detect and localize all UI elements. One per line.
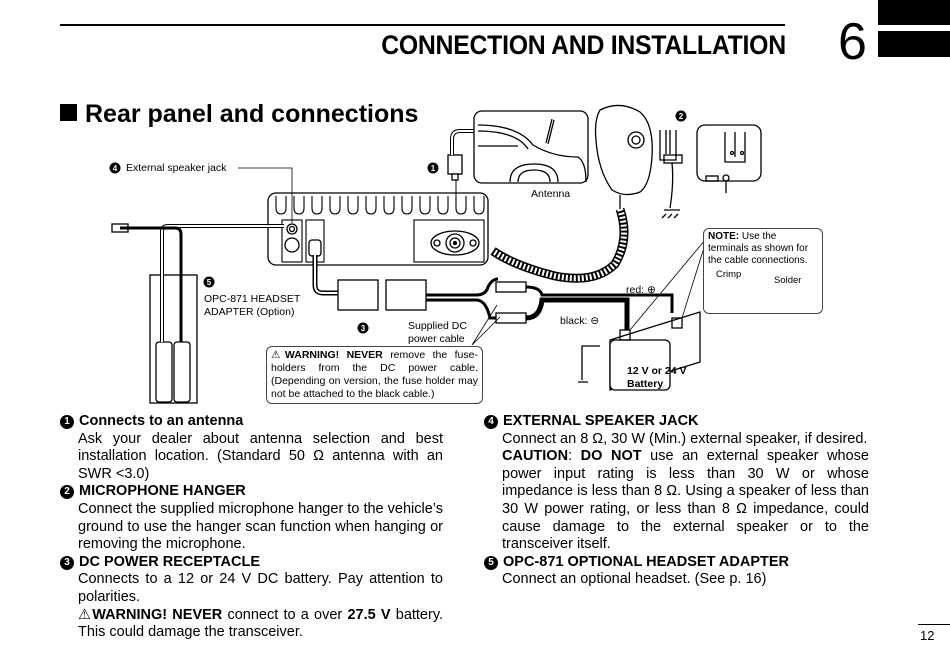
dc-cable-label-2: power cable [408, 333, 465, 345]
item-title: MICROPHONE HANGER [79, 483, 246, 500]
item-number-badge: 1 [60, 414, 74, 429]
item-number-badge: 2 [60, 485, 74, 500]
callout-5-badge [203, 276, 215, 288]
external-speaker-jack-label: External speaker jack [126, 162, 227, 174]
page-number: 12 [920, 628, 935, 643]
black-square-icon [60, 104, 77, 121]
battery [578, 311, 701, 391]
section-title: Rear panel and connections [60, 100, 418, 129]
item-antenna: 1 Connects to an antenna Ask your dealer … [60, 413, 443, 483]
microphone-hanger [659, 124, 762, 219]
microphone [490, 104, 653, 283]
callout-2-badge [675, 110, 687, 122]
warning-bold: WARNING! NEVER [284, 349, 383, 361]
item-body: Connect the supplied microphone hanger t… [78, 500, 443, 553]
header-rule [60, 24, 785, 26]
item-title: DC POWER RECEPTACLE [79, 553, 260, 570]
item-external-speaker-jack: 4 EXTERNAL SPEAKER JACK Connect an 8 Ω, 3… [484, 413, 869, 554]
item-title: Connects to an antenna [79, 413, 244, 429]
warning-text: remove the fuse-holders from the DC powe… [271, 349, 478, 400]
crimp-label: Crimp [716, 269, 742, 280]
dc-cable-label-1: Supplied DC [408, 320, 467, 332]
callout-3-number: 3 [361, 324, 366, 333]
warning-voltage: 27.5 V [347, 606, 391, 623]
item-dc-power-receptacle: 3 DC POWER RECEPTACLE Connects to a 12 or… [60, 554, 443, 642]
note-text: Use the terminals as shown for the cable… [708, 231, 809, 266]
item-body: Ask your dealer about antenna selection … [78, 430, 443, 482]
battery-label-1: 12 V or 24 V [627, 365, 687, 377]
headset-adapter-label-1: OPC-871 HEADSET [204, 293, 301, 305]
chapter-tab-marker [878, 0, 950, 25]
callout-5-number: 5 [207, 278, 212, 287]
caution-sep: : [568, 448, 581, 465]
item-number-badge: 5 [484, 555, 498, 570]
item-body: Connect an optional headset. (See p. 16) [502, 571, 767, 588]
item-number-badge: 4 [484, 414, 498, 429]
black-negative-label: black: ⊖ [560, 315, 600, 327]
items-right-column: 4 EXTERNAL SPEAKER JACK Connect an 8 Ω, 3… [484, 413, 869, 589]
chapter-number: 6 [838, 13, 867, 71]
caution-bold: CAUTION [502, 448, 569, 465]
section-title-text: Rear panel and connections [85, 100, 419, 128]
callout-3-badge [357, 322, 369, 334]
warning-triangle-icon: ⚠ [78, 606, 93, 623]
item-title: EXTERNAL SPEAKER JACK [503, 413, 699, 429]
caution-text: use an external speaker whose power inpu… [502, 448, 869, 553]
callout-1-badge [427, 162, 439, 174]
red-positive-label: red: ⊕ [626, 284, 656, 296]
connection-diagram: 1 2 3 4 5 [109, 104, 795, 404]
callout-4-number: 4 [113, 164, 118, 173]
chapter-title: CONNECTION AND INSTALLATION [381, 30, 786, 60]
note-bold: NOTE: [708, 231, 740, 242]
item-warning: ⚠WARNING! NEVER connect to a over 27.5 V… [60, 607, 443, 642]
footer-rule [918, 624, 950, 625]
item-headset-adapter: 5 OPC-871 OPTIONAL HEADSET ADAPTER Connec… [484, 554, 869, 589]
solder-label: Solder [774, 275, 802, 286]
warning-triangle-icon: ⚠ [271, 349, 285, 361]
item-body: Connects to a 12 or 24 V DC battery. Pay… [78, 571, 443, 605]
battery-label-2: Battery [627, 378, 664, 390]
callout-2-number: 2 [679, 112, 684, 121]
chapter-tab-marker [878, 31, 950, 57]
terminal-note-box: NOTE: Use the terminals as shown for the… [703, 228, 823, 314]
warning-text: connect to a over [222, 606, 348, 623]
headset-adapter-label-2: ADAPTER (Option) [204, 306, 295, 318]
item-number-badge: 3 [60, 555, 74, 570]
items-left-column: 1 Connects to an antenna Ask your dealer … [60, 413, 443, 642]
item-title: OPC-871 OPTIONAL HEADSET ADAPTER [503, 553, 790, 570]
item-caution: CAUTION: DO NOT use an external speaker … [484, 448, 869, 554]
headset-adapter [111, 223, 284, 404]
item-microphone-hanger: 2 MICROPHONE HANGER Connect the supplied … [60, 483, 443, 553]
antenna-car-inset [473, 110, 589, 184]
callout-1-number: 1 [431, 164, 436, 173]
warning-text: battery. This could damage the transceiv… [78, 606, 444, 641]
caution-do-not: DO NOT [580, 448, 642, 465]
antenna-connector [447, 129, 474, 196]
fuse-warning-box: ⚠WARNING! NEVER remove the fuse-holders … [266, 346, 483, 404]
item-body: Connect an 8 Ω, 30 W (Min.) external spe… [502, 430, 868, 447]
transceiver-rear-panel [267, 192, 489, 266]
warning-bold: WARNING! NEVER [92, 606, 223, 623]
callout-4-badge [109, 162, 121, 174]
dc-power-cable [312, 255, 674, 330]
antenna-label: Antenna [531, 188, 571, 200]
